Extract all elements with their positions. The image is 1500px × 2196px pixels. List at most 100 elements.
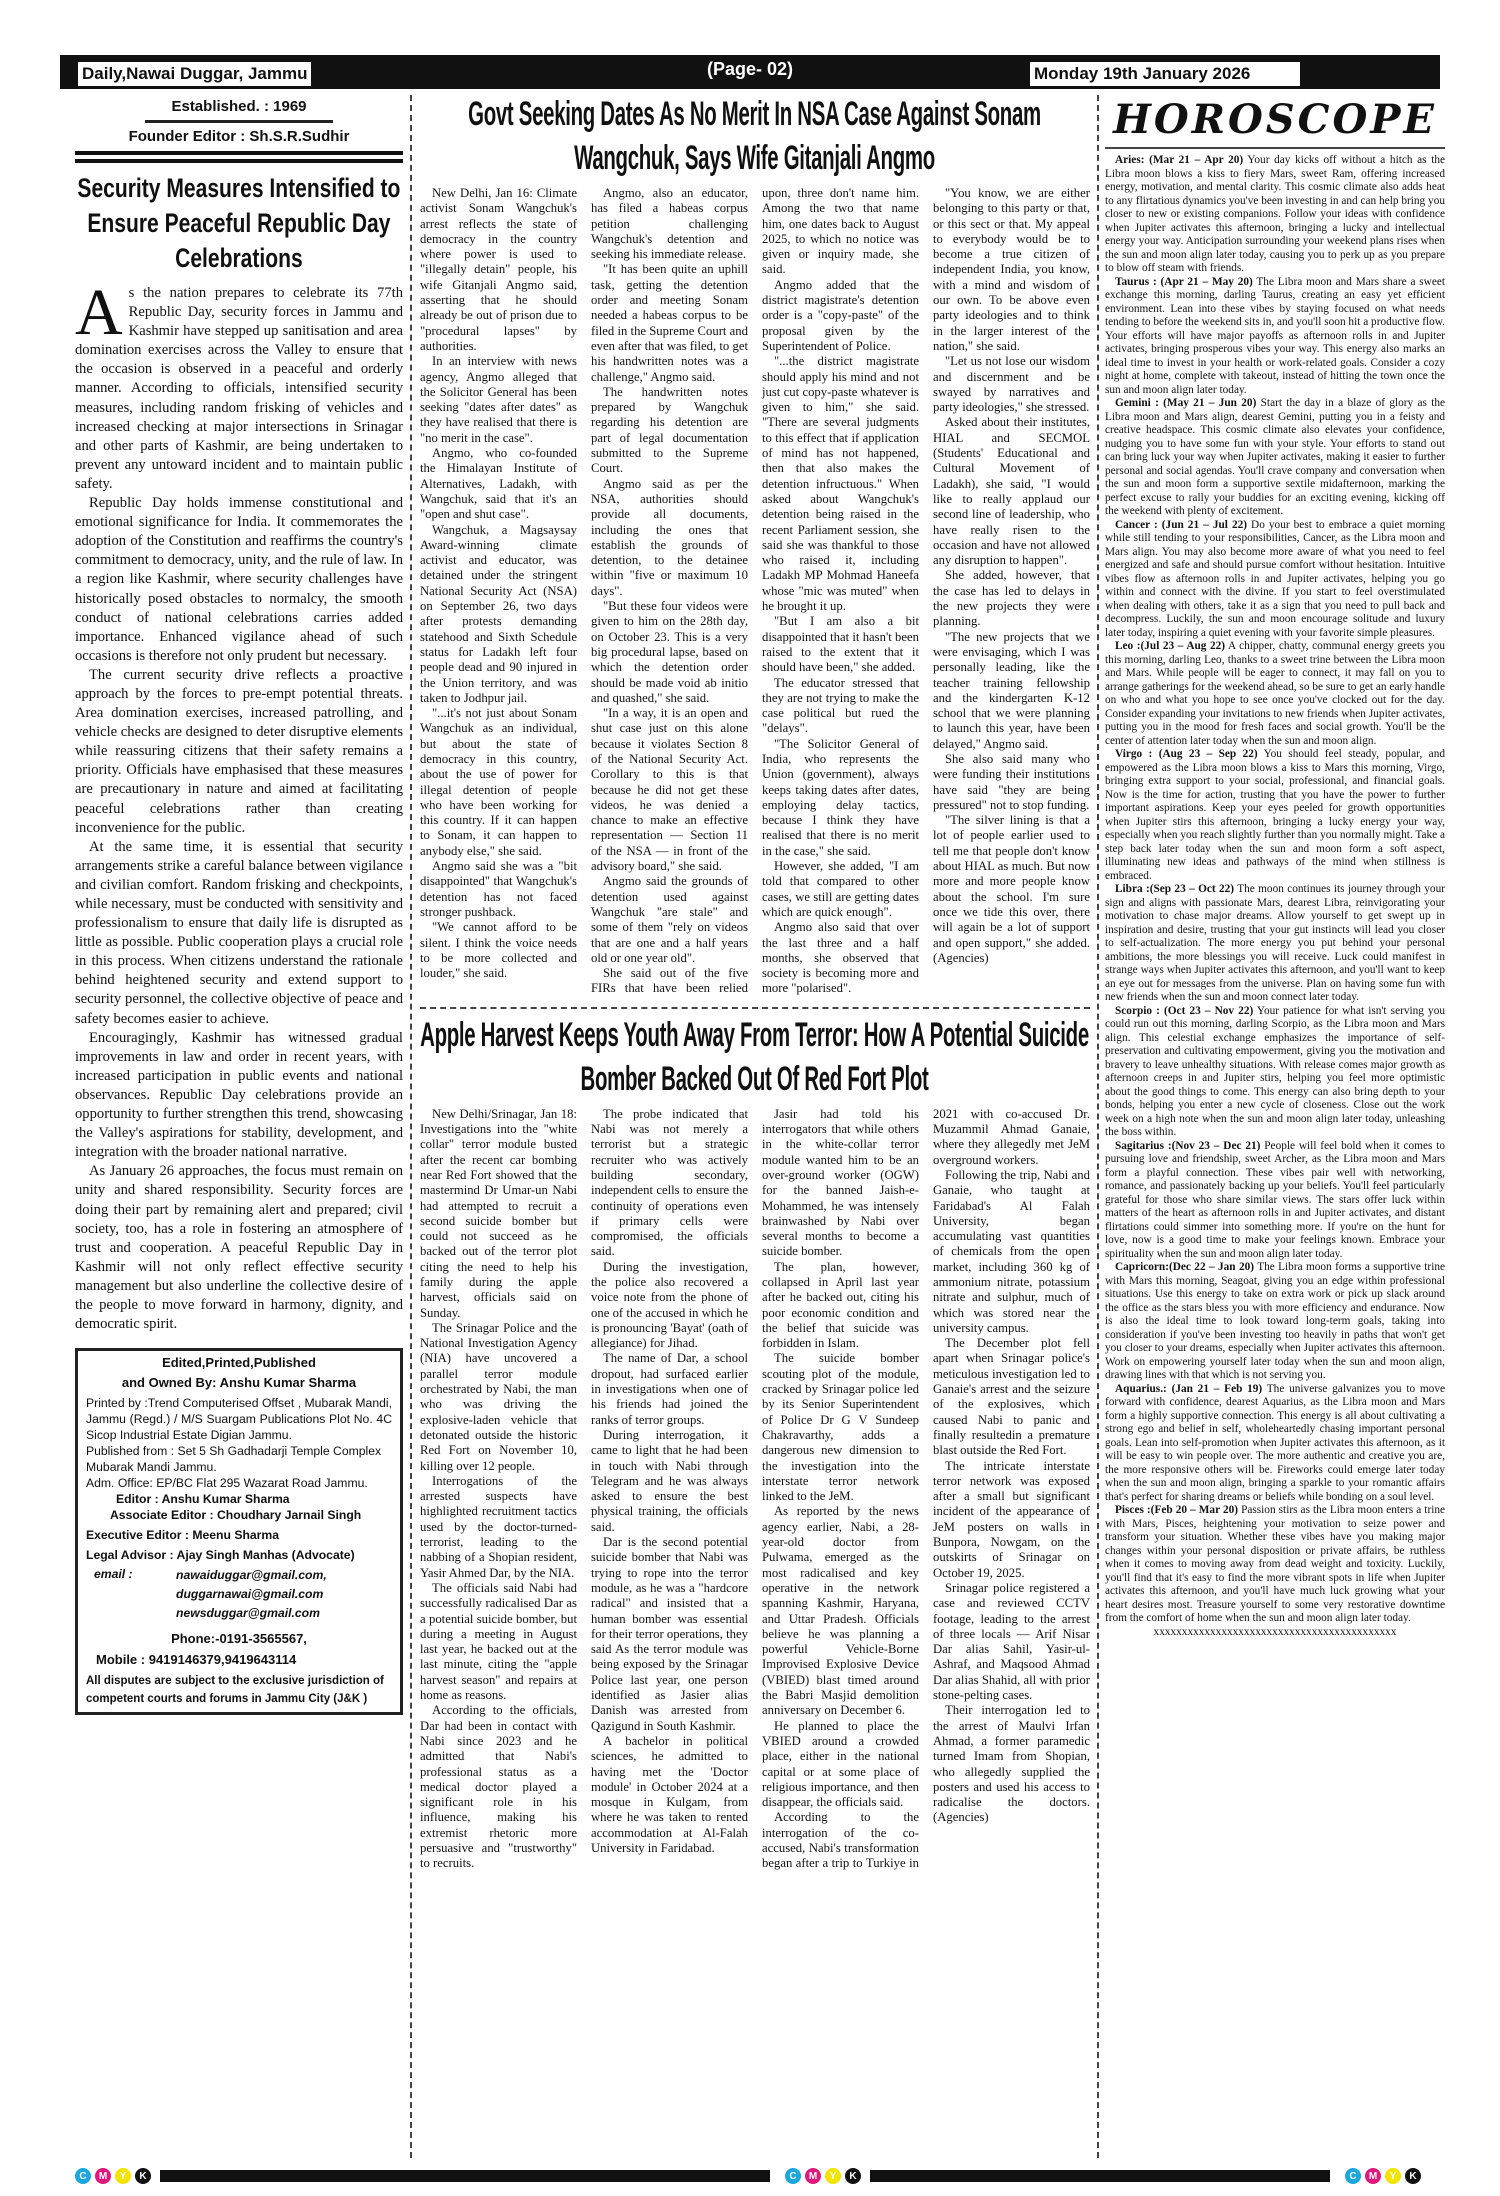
masthead-bar: Daily,Nawai Duggar, Jammu (Page- 02) Mon… xyxy=(60,55,1440,89)
paragraph: "We cannot afford to be silent. I think … xyxy=(420,920,577,981)
zodiac-sign: Capricorn:(Dec 22 – Jan 20) xyxy=(1115,1261,1255,1273)
founder-editor: Founder Editor : Sh.S.R.Sudhir xyxy=(128,128,350,145)
imprint-exec-editor: Executive Editor : Meenu Sharma xyxy=(86,1528,280,1543)
paragraph: Angmo, also an educator, has filed a hab… xyxy=(591,186,748,262)
horoscope-text: Passion stirs as the Libra moon enters a… xyxy=(1105,1504,1446,1624)
paragraph: During interrogation, it came to light t… xyxy=(591,1427,748,1534)
zodiac-sign: Leo :(Jul 23 – Aug 22) xyxy=(1115,640,1226,652)
paper-name: Daily,Nawai Duggar, Jammu xyxy=(78,62,312,86)
horoscope-entry: Leo :(Jul 23 – Aug 22) A chipper, chatty… xyxy=(1105,640,1445,748)
paragraph: The educator stressed that they are not … xyxy=(762,675,919,736)
paragraph: Encouragingly, Kashmir has witnessed gra… xyxy=(75,1029,403,1163)
cmyk-c-icon: C xyxy=(785,2168,801,2184)
article-headline: Govt Seeking Dates As No Merit In NSA Ca… xyxy=(468,95,1041,177)
imprint-box: Edited,Printed,Published and Owned By: A… xyxy=(75,1348,403,1716)
horoscope-text: Your day kicks off without a hitch as th… xyxy=(1105,154,1445,274)
zodiac-sign: Taurus : (Apr 21 – May 20) xyxy=(1115,275,1253,288)
zodiac-sign: Aquarius.: (Jan 21 – Feb 19) xyxy=(1115,1382,1263,1395)
column-divider xyxy=(1097,95,1099,2158)
paragraph: She added, however, that the case has le… xyxy=(933,568,1090,629)
news-area: Govt Seeking Dates As No Merit In NSA Ca… xyxy=(420,92,1090,1872)
end-marker: xxxxxxxxxxxxxxxxxxxxxxxxxxxxxxxxxxxxxxxx… xyxy=(1153,1625,1397,1638)
email-link[interactable]: nawaiduggar@gmail.com, xyxy=(176,1568,327,1583)
cmyk-m-icon: M xyxy=(1365,2168,1381,2184)
paragraph: As reported by the news agency earlier, … xyxy=(762,1504,919,1718)
footer-bar xyxy=(160,2170,770,2182)
divider xyxy=(75,151,403,163)
paragraph-text: Encouragingly, Kashmir has witnessed gra… xyxy=(75,1029,403,1161)
paragraph: The plan, however, collapsed in April la… xyxy=(762,1259,919,1351)
imprint-line: Edited,Printed,Published xyxy=(162,1355,316,1371)
imprint-mobile: Mobile : 9419146379,9419643114 xyxy=(96,1652,297,1668)
horoscope-text: You should feel steady, popular, and emp… xyxy=(1105,748,1445,882)
paragraph: "In a way, it is an open and shut case j… xyxy=(591,706,748,874)
column-divider xyxy=(410,95,412,2158)
horoscope-text: Do your best to embrace a quiet morning … xyxy=(1105,518,1446,639)
paragraph: "...it's not just about Sonam Wangchuk a… xyxy=(420,706,577,858)
imprint-editor: Editor : Anshu Kumar Sharma xyxy=(116,1492,290,1507)
paragraph-text: s the nation prepares to celebrate its 7… xyxy=(75,285,403,492)
paragraph-text: The current security drive reflects a pr… xyxy=(75,666,403,836)
horoscope-text: The moon continues its journey through y… xyxy=(1105,883,1445,1003)
horoscope-entry: Taurus : (Apr 21 – May 20) The Libra moo… xyxy=(1105,276,1445,398)
paragraph: "The new projects that we were envisagin… xyxy=(933,629,1090,751)
zodiac-sign: Pisces :(Feb 20 – Mar 20) xyxy=(1115,1504,1239,1516)
horoscope-entry: Capricorn:(Dec 22 – Jan 20) The Libra mo… xyxy=(1105,1261,1445,1383)
horoscope-entry: Cancer : (Jun 21 – Jul 22) Do your best … xyxy=(1105,519,1445,641)
paragraph: The handwritten notes prepared by Wangch… xyxy=(591,384,748,476)
horoscope-column: HOROSCOPE Aries: (Mar 21 – Apr 20) Your … xyxy=(1105,96,1445,1639)
paragraph: The suicide bomber scouting plot of the … xyxy=(762,1351,919,1504)
imprint-disputes: All disputes are subject to the exclusiv… xyxy=(86,1675,384,1706)
imprint-office: Adm. Office: EP/BC Flat 295 Wazarat Road… xyxy=(86,1476,368,1491)
email-link[interactable]: newsduggar@gmail.com xyxy=(176,1606,320,1621)
article-headline: Apple Harvest Keeps Youth Away From Terr… xyxy=(420,1015,1089,1098)
issue-date: Monday 19th January 2026 xyxy=(1030,62,1300,86)
paragraph: "But I am also a bit disappointed that i… xyxy=(762,614,919,675)
paragraph: "But these four videos were given to him… xyxy=(591,599,748,705)
email-label: email : xyxy=(94,1567,133,1582)
paragraph: In an interview with news agency, Angmo … xyxy=(420,354,577,445)
imprint-printer: Printed by :Trend Computerised Offset , … xyxy=(86,1396,392,1443)
paragraph: New Delhi/Srinagar, Jan 18: Investigatio… xyxy=(420,1106,577,1320)
horoscope-text: People will feel bold when it comes to p… xyxy=(1105,1139,1445,1260)
paragraph: She said out of the five FIRs that have … xyxy=(591,186,919,996)
article-divider xyxy=(420,1006,1090,1009)
zodiac-sign: Aries: (Mar 21 – Apr 20) xyxy=(1115,154,1244,166)
zodiac-sign: Cancer : (Jun 21 – Jul 22) xyxy=(1115,518,1248,531)
article-body: New Delhi/Srinagar, Jan 18: Investigatio… xyxy=(420,1107,1090,1872)
paragraph: Asked about their institutes, HIAL and S… xyxy=(933,415,1090,568)
paragraph-text: At the same time, it is essential that s… xyxy=(75,838,403,1027)
paragraph: The probe indicated that Nabi was not me… xyxy=(591,1106,748,1259)
imprint-assoc-editor: Associate Editor : Choudhary Jarnail Sin… xyxy=(110,1508,362,1523)
paragraph: According to the interrogation of the co… xyxy=(762,1106,1090,1871)
zodiac-sign: Virgo : (Aug 23 – Sep 22) xyxy=(1115,748,1258,760)
paragraph: As January 26 approaches, the focus must… xyxy=(75,1162,403,1334)
paragraph: Angmo said the grounds of detention used… xyxy=(591,874,748,965)
horoscope-text: The universe galvanizes you to move forw… xyxy=(1105,1382,1445,1503)
divider xyxy=(145,120,333,123)
drop-cap: A xyxy=(75,276,123,349)
horoscope-body: Aries: (Mar 21 – Apr 20) Your day kicks … xyxy=(1105,154,1445,1639)
paragraph: At the same time, it is essential that s… xyxy=(75,838,403,1029)
imprint-published: Published from : Set 5 Sh Gadhadarji Tem… xyxy=(86,1444,382,1475)
horoscope-entry: Libra :(Sep 23 – Oct 22) The moon contin… xyxy=(1105,883,1445,1005)
paragraph: "The silver lining is that a lot of peop… xyxy=(933,813,1090,965)
horoscope-text: Start the day in a blaze of glory as the… xyxy=(1105,397,1445,517)
horoscope-text: A chipper, chatty, communal energy greet… xyxy=(1105,640,1445,747)
established: Established. : 1969 xyxy=(171,98,307,115)
paragraph: Angmo, who co-founded the Himalayan Inst… xyxy=(420,446,577,522)
horoscope-entry: Gemini : (May 21 – Jun 20) Start the day… xyxy=(1105,397,1445,519)
paragraph: The current security drive reflects a pr… xyxy=(75,666,403,838)
article-body: New Delhi, Jan 16: Climate activist Sona… xyxy=(420,186,1090,997)
paragraph: The officials said Nabi had successfully… xyxy=(420,1580,577,1703)
paragraph: A bachelor in political sciences, he adm… xyxy=(591,1733,748,1855)
email-link[interactable]: duggarnawai@gmail.com xyxy=(176,1587,324,1602)
paragraph: Republic Day holds immense constitutiona… xyxy=(75,494,403,666)
paragraph: "...the district magistrate should apply… xyxy=(762,354,919,614)
paragraph: Angmo added that the district magistrate… xyxy=(762,277,919,353)
paragraph: According to the officials, Dar had been… xyxy=(420,1703,577,1871)
